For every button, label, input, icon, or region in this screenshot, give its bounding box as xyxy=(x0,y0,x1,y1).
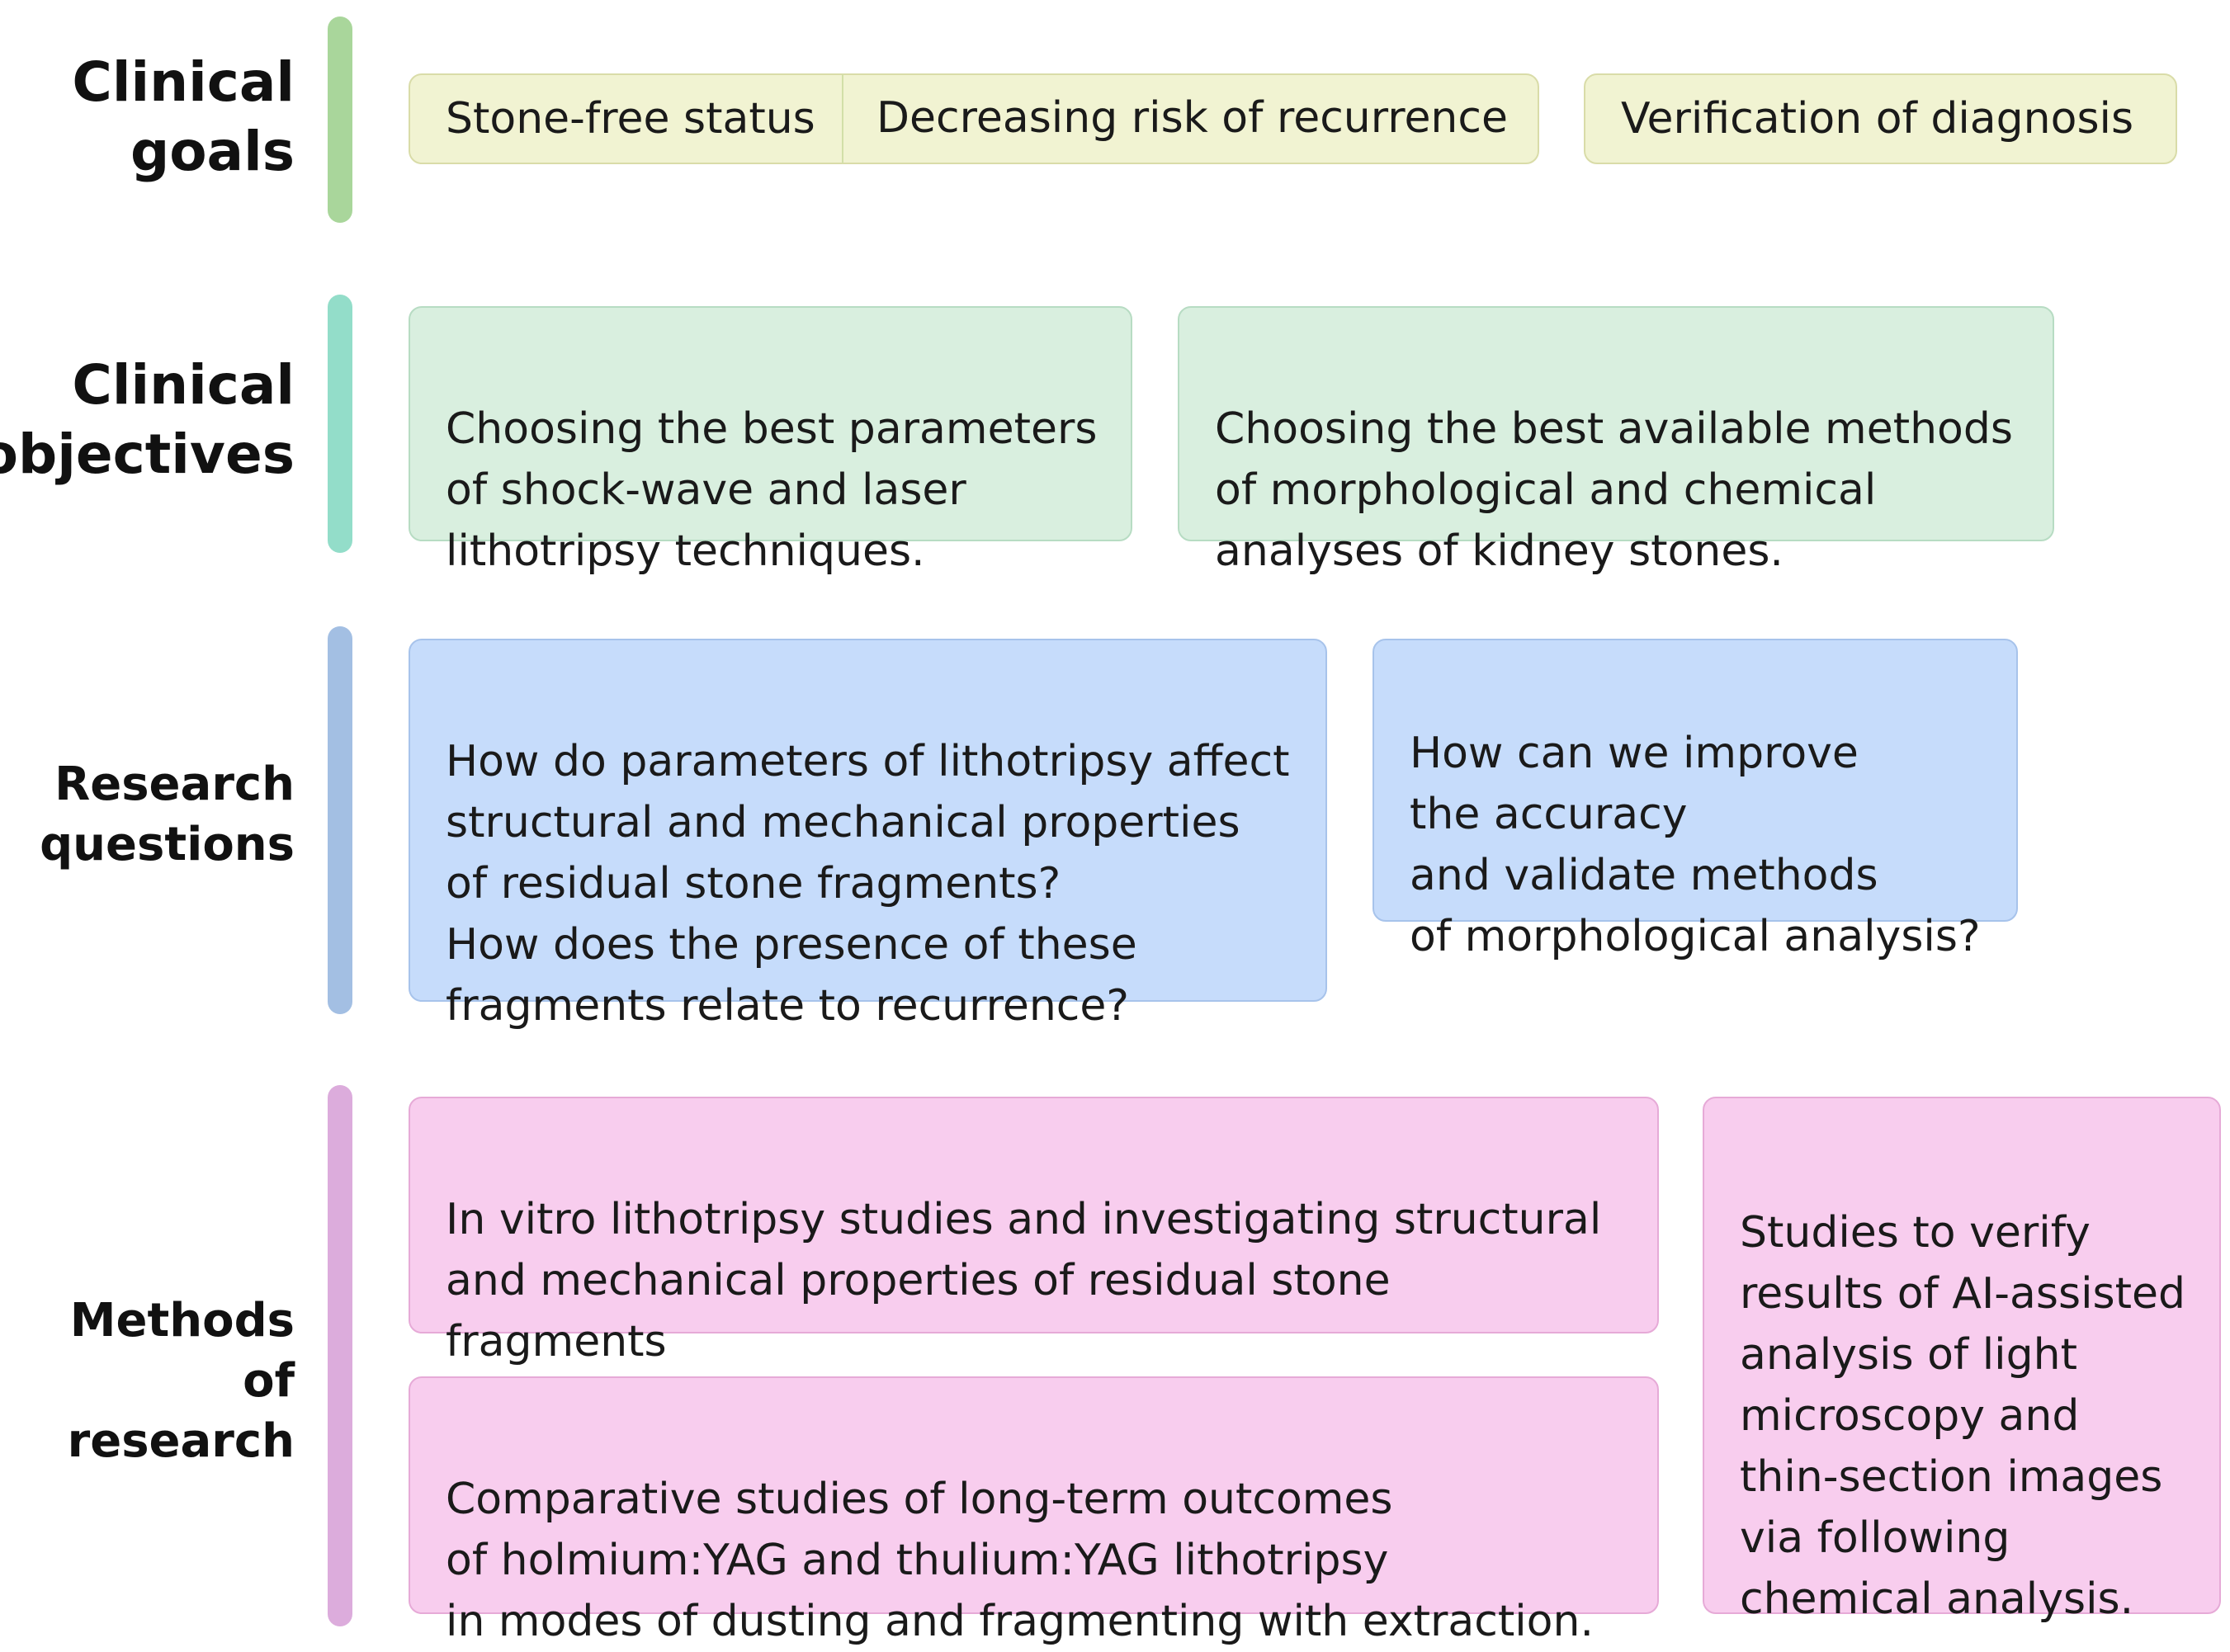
row-label-research-questions: Research questions xyxy=(40,755,295,876)
question-box-accuracy: How can we improve the accuracy and vali… xyxy=(1372,639,2018,961)
label-line: Clinical xyxy=(72,353,295,417)
label-line: Research xyxy=(54,758,295,811)
question-text: How do parameters of lithotripsy affect … xyxy=(446,737,1290,1031)
label-line: Methods xyxy=(69,1294,295,1348)
goal-text: Stone-free status xyxy=(446,94,815,144)
label-line: Clinical xyxy=(72,50,295,114)
goal-text: Verification of diagnosis xyxy=(1621,94,2134,144)
row-bar-methods-of-research xyxy=(328,1085,352,1626)
label-line: objectives xyxy=(0,422,295,487)
row-bar-research-questions xyxy=(328,626,352,1014)
goal-divider xyxy=(842,74,843,163)
label-line: goals xyxy=(130,120,295,184)
method-box-ai-verification: Studies to verify results of AI-assisted… xyxy=(1703,1097,2221,1624)
method-box-in-vitro: In vitro lithotripsy studies and investi… xyxy=(409,1097,1659,1428)
label-line: questions xyxy=(40,817,295,871)
row-label-clinical-goals: Clinical goals xyxy=(72,48,295,187)
row-label-methods-of-research: Methods of research xyxy=(0,1291,295,1471)
goal-text-recurrence: Decreasing risk of recurrence xyxy=(876,93,1508,143)
row-bar-clinical-objectives xyxy=(328,295,352,553)
goal-box-verification: Verification of diagnosis xyxy=(1584,73,2177,164)
objective-text: Choosing the best available methods of m… xyxy=(1215,404,2013,576)
row-bar-clinical-goals xyxy=(328,17,352,223)
question-text: How can we improve the accuracy and vali… xyxy=(1410,729,1981,961)
row-label-clinical-objectives: Clinical objectives xyxy=(0,351,295,490)
objective-box-analysis-methods: Choosing the best available methods of m… xyxy=(1178,306,2054,576)
method-text: Comparative studies of long-term outcome… xyxy=(446,1475,1594,1646)
objective-box-lithotripsy-parameters: Choosing the best parameters of shock-wa… xyxy=(409,306,1132,576)
goal-box-stone-free: Stone-free status xyxy=(409,73,1539,164)
question-box-lithotripsy-effects: How do parameters of lithotripsy affect … xyxy=(409,639,1327,1031)
label-line: of research xyxy=(67,1353,295,1468)
method-box-comparative-studies: Comparative studies of long-term outcome… xyxy=(409,1376,1659,1646)
method-text: Studies to verify results of AI-assisted… xyxy=(1740,1208,2186,1624)
objective-text: Choosing the best parameters of shock-wa… xyxy=(446,404,1098,576)
